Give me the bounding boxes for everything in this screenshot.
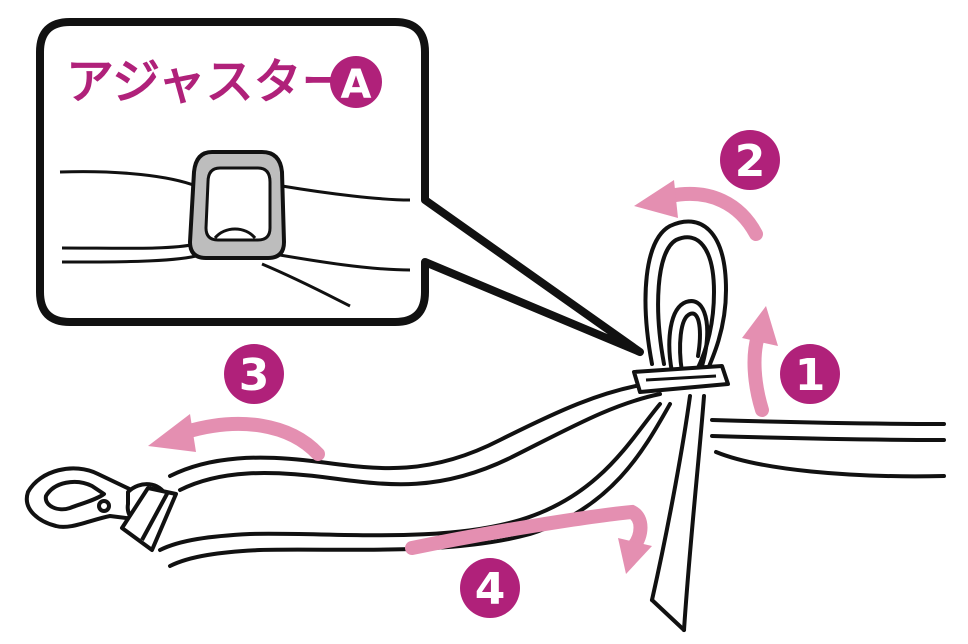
callout-bubble <box>36 18 644 356</box>
snap-hook-icon <box>24 466 178 552</box>
adjuster-buckle-icon <box>187 150 287 260</box>
step-number-3: 3 <box>239 350 270 401</box>
step-badge-4: 4 <box>460 558 520 618</box>
callout-badge-letter: A <box>341 62 372 108</box>
arrow-step-2 <box>634 180 763 241</box>
step-badge-2: 2 <box>720 130 780 190</box>
main-adjuster-icon <box>632 364 730 394</box>
step-badge-1: 1 <box>780 344 840 404</box>
arrow-step-3 <box>148 414 325 461</box>
callout-title: アジャスター <box>66 54 350 110</box>
step-badge-3: 3 <box>224 344 284 404</box>
arrow-step-1 <box>742 306 778 417</box>
step-number-4: 4 <box>475 564 506 615</box>
callout-badge: A <box>330 56 382 108</box>
step-number-1: 1 <box>795 350 826 401</box>
step-number-2: 2 <box>735 136 766 187</box>
arrow-step-4 <box>405 504 652 574</box>
